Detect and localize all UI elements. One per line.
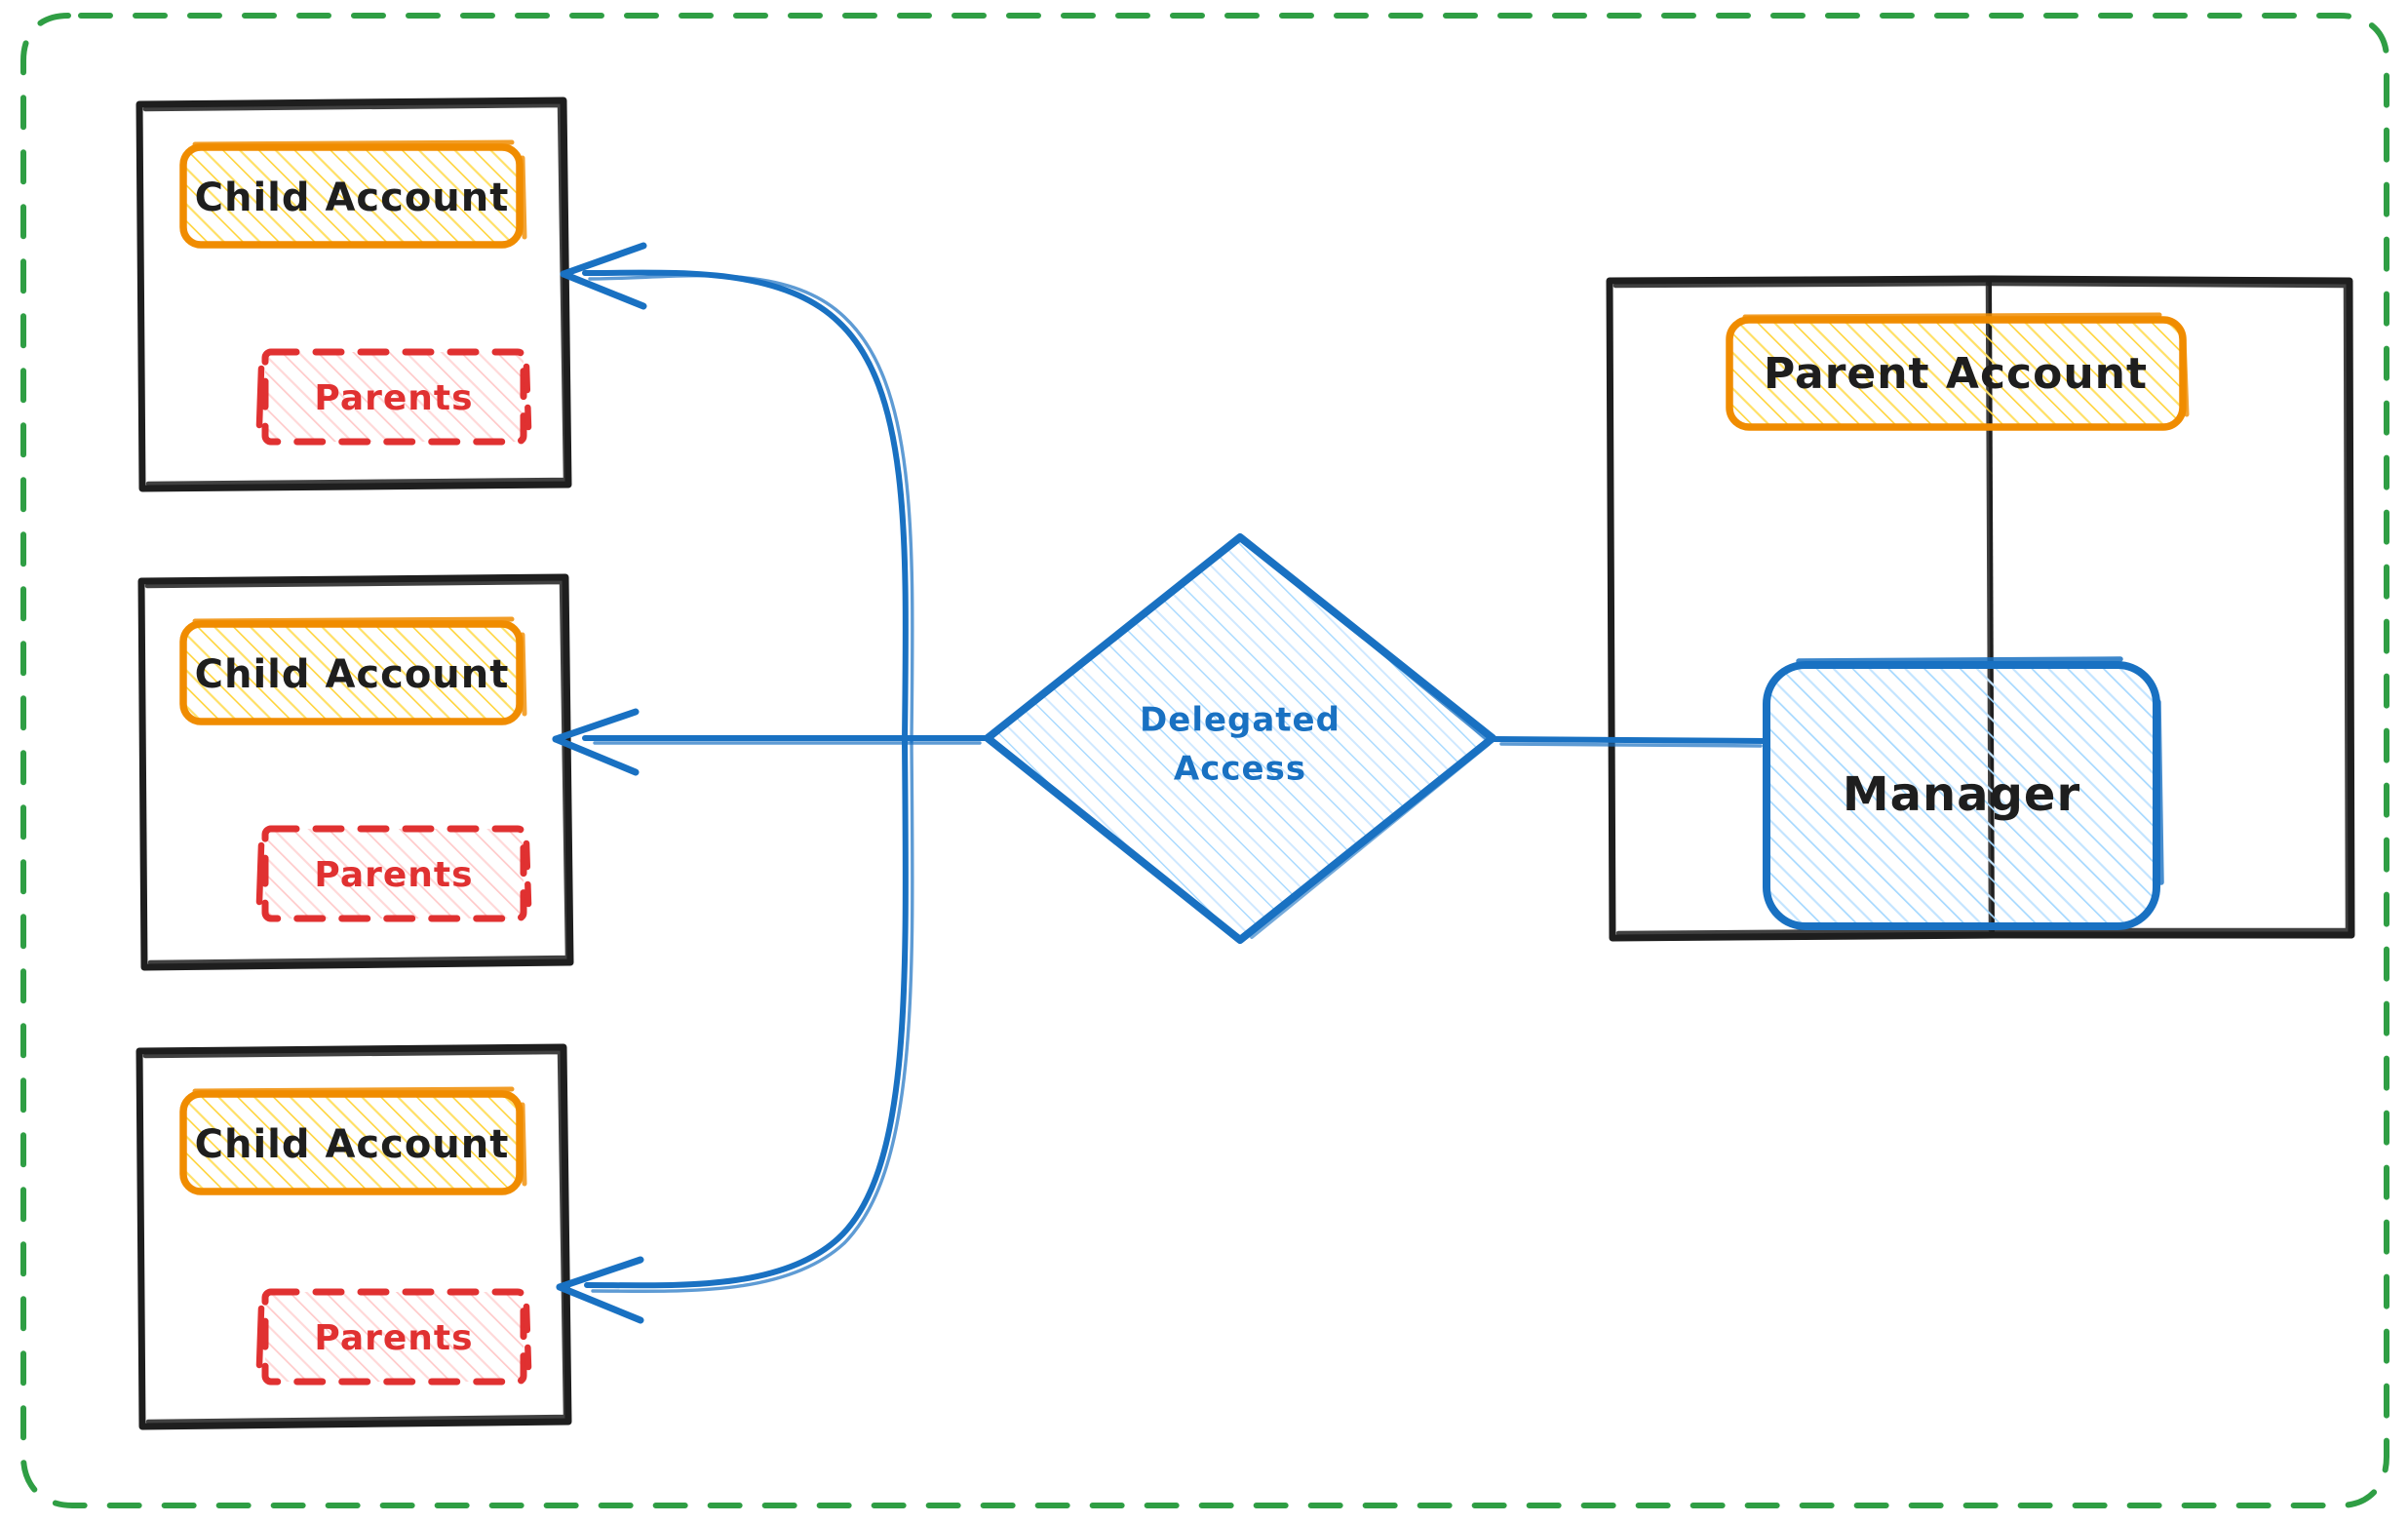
- parents-label-3: Parents: [314, 1318, 473, 1358]
- delegated-access-label-line1: Delegated: [1140, 701, 1340, 740]
- child-account-label-2: Child Account: [195, 652, 510, 697]
- connector-delegated-access-to-children: [582, 269, 989, 1293]
- parents-chip-3[interactable]: Parents: [255, 1288, 532, 1386]
- manager-chip[interactable]: Manager: [1763, 656, 2164, 930]
- child-account-label-1: Child Account: [195, 176, 510, 220]
- connector-manager-to-delegated-access: [1492, 736, 1769, 748]
- arrowhead-to-child-3: [556, 1256, 644, 1324]
- parent-account-chip[interactable]: Parent Account: [1726, 312, 2190, 431]
- delegated-access-label-line2: Access: [1174, 750, 1306, 789]
- parents-label-2: Parents: [314, 855, 473, 895]
- arrowhead-to-child-2: [552, 708, 640, 776]
- child-account-container-3[interactable]: Child Account Parents: [136, 1043, 572, 1430]
- child-account-chip-1[interactable]: Child Account: [179, 139, 527, 249]
- arrowhead-to-child-1: [560, 242, 647, 310]
- manager-label: Manager: [1843, 767, 2080, 822]
- delegated-access-node[interactable]: Delegated Access: [984, 533, 1496, 944]
- child-account-chip-2[interactable]: Child Account: [179, 616, 527, 725]
- organization-boundary: [20, 13, 2389, 1508]
- parent-account-container[interactable]: Parent Account Manager: [1606, 275, 2355, 942]
- parents-label-1: Parents: [314, 378, 473, 418]
- parents-chip-1[interactable]: Parents: [255, 348, 532, 446]
- parents-chip-2[interactable]: Parents: [255, 825, 532, 922]
- child-account-container-2[interactable]: Child Account Parents: [137, 573, 574, 971]
- child-account-label-3: Child Account: [195, 1122, 510, 1167]
- child-account-container-1[interactable]: Child Account Parents: [136, 97, 572, 492]
- parent-account-label: Parent Account: [1764, 349, 2148, 399]
- child-account-chip-3[interactable]: Child Account: [179, 1086, 527, 1195]
